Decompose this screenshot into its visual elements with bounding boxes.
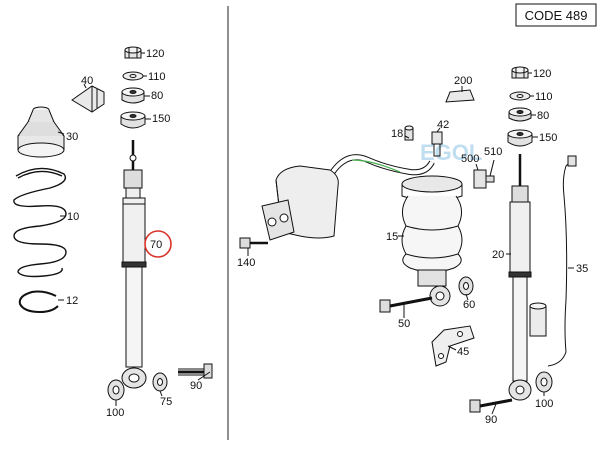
reservoir-housing <box>261 165 339 241</box>
part-label-15: 15 <box>386 231 398 243</box>
spring-seat-30 <box>17 106 65 158</box>
part-label-20: 20 <box>492 249 504 261</box>
bushing-150-left <box>120 111 146 129</box>
part-label-140: 140 <box>237 257 255 269</box>
part-label-75: 75 <box>160 396 172 408</box>
part-label-35: 35 <box>576 263 588 275</box>
air-spring-15 <box>401 175 463 307</box>
bolt-90-left <box>178 363 213 379</box>
highlight-ring <box>144 230 172 258</box>
shock-absorber-20 <box>508 154 532 401</box>
part-label-40: 40 <box>81 75 93 87</box>
code-box: CODE 489 <box>515 3 597 27</box>
valve-42 <box>431 131 443 157</box>
part-label-110-left: 110 <box>148 71 166 83</box>
bushing-80-right <box>508 107 532 122</box>
part-label-150-right: 150 <box>539 132 557 144</box>
sensor-cable-35 <box>547 155 577 367</box>
bushing-100-left <box>107 379 125 401</box>
bushing-150-right <box>507 129 533 147</box>
part-label-90-right: 90 <box>485 414 497 426</box>
part-label-30: 30 <box>66 131 78 143</box>
part-label-42: 42 <box>437 119 449 131</box>
watermark: EGOL <box>420 140 482 165</box>
air-line <box>327 154 435 178</box>
coil-spring-10 <box>13 167 67 278</box>
part-label-90-left: 90 <box>190 380 202 392</box>
part-label-50: 50 <box>398 318 410 330</box>
part-label-100-right: 100 <box>535 398 553 410</box>
bolt-50 <box>379 296 433 313</box>
part-label-18: 18 <box>391 128 403 140</box>
part-label-150-left: 150 <box>152 113 170 125</box>
bump-stop-40 <box>71 85 105 113</box>
bolt-140 <box>239 237 268 249</box>
part-label-500: 500 <box>461 153 479 165</box>
part-label-45: 45 <box>457 346 469 358</box>
washer-110-left <box>122 71 144 81</box>
part-label-12: 12 <box>66 295 78 307</box>
bushing-80-left <box>121 87 145 104</box>
part-label-60: 60 <box>463 299 475 311</box>
bushing-75 <box>152 372 168 392</box>
part-label-110-right: 110 <box>535 91 553 103</box>
washer-110-right <box>509 91 531 101</box>
part-labels: 120 110 80 150 40 30 10 12 70 90 75 100 … <box>66 48 588 426</box>
part-label-80-right: 80 <box>537 110 549 122</box>
dust-cap-200 <box>445 89 475 103</box>
part-label-120-left: 120 <box>146 48 164 60</box>
retaining-ring-12 <box>18 290 59 314</box>
nut-120-right <box>511 66 529 79</box>
part-label-200: 200 <box>454 75 472 87</box>
valve-500 <box>473 169 495 189</box>
bracket-45 <box>431 325 475 367</box>
bolt-90-right <box>469 398 513 413</box>
part-label-100-left: 100 <box>106 407 124 419</box>
part-label-120-right: 120 <box>533 68 551 80</box>
nut-120-left <box>124 46 142 59</box>
part-label-510: 510 <box>484 146 502 158</box>
bushing-100-right <box>535 371 553 393</box>
bushing-60 <box>458 276 474 296</box>
part-label-70: 70 <box>150 239 162 251</box>
shock-absorber-70 <box>121 140 147 389</box>
nut-18 <box>404 125 414 141</box>
damper-valve-block <box>529 302 547 337</box>
code-label: CODE 489 <box>525 8 588 23</box>
part-label-80-left: 80 <box>151 90 163 102</box>
part-label-10: 10 <box>67 211 79 223</box>
